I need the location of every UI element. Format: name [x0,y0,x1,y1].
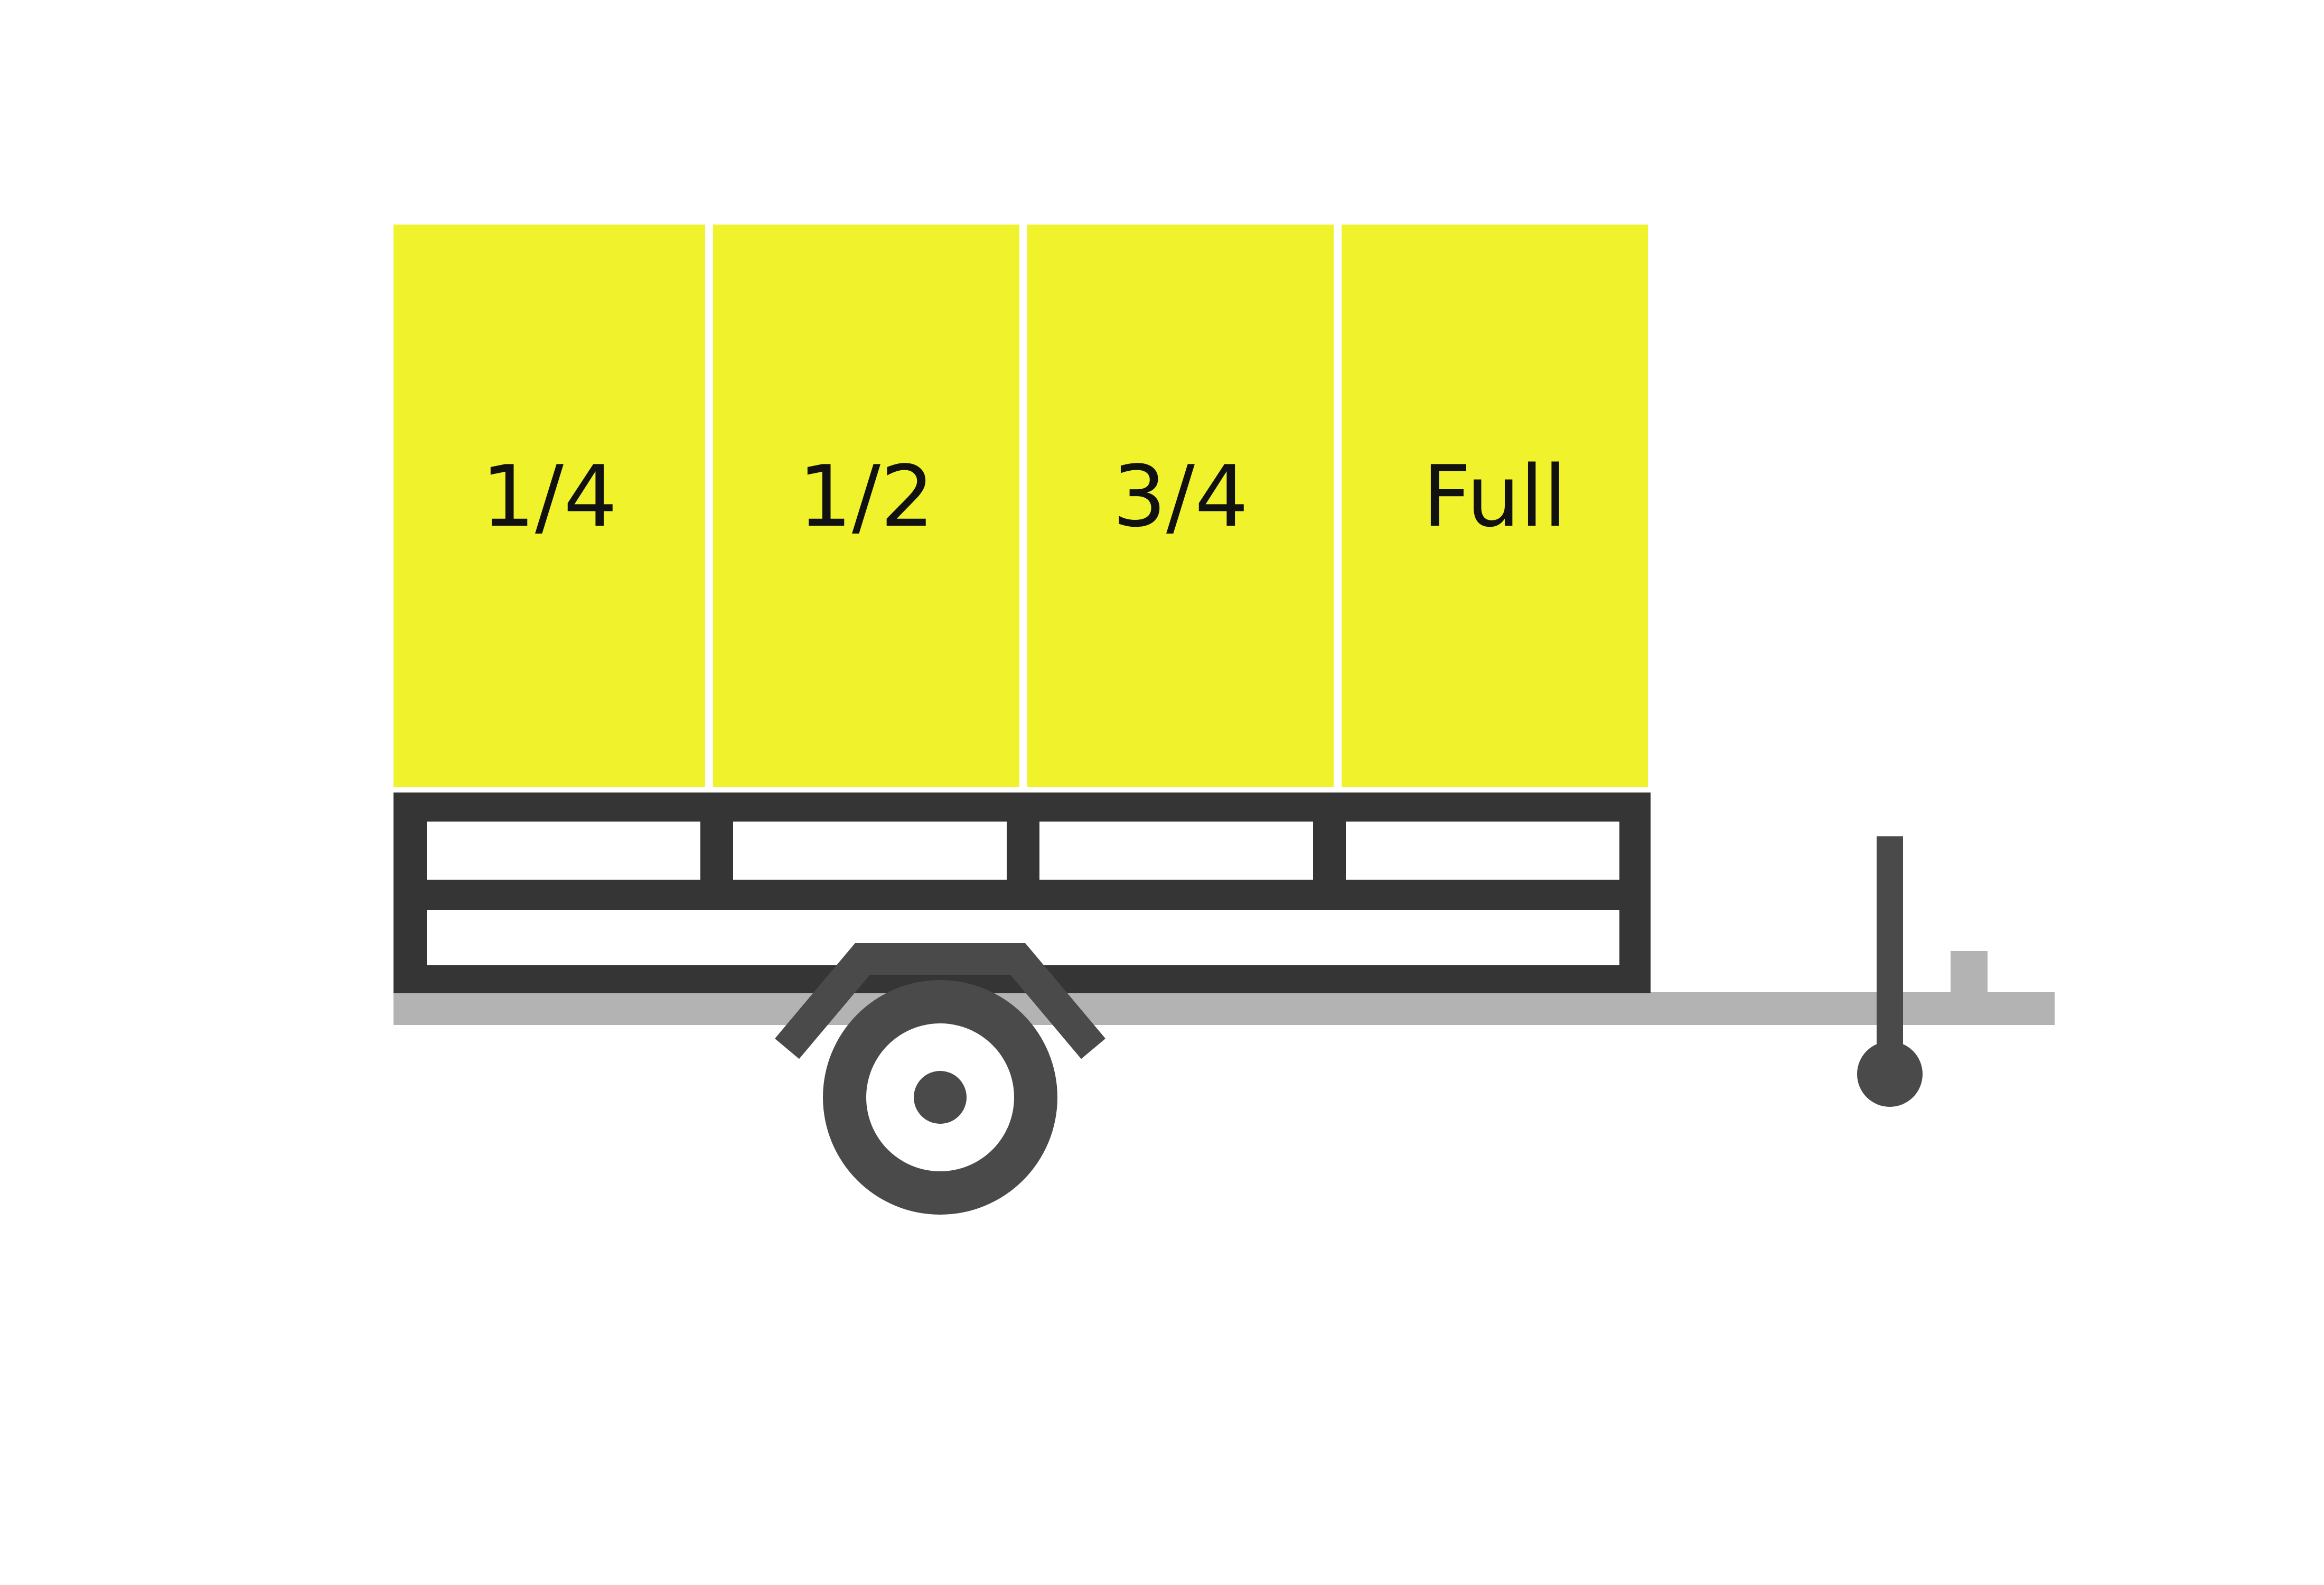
load-label-quarter: 1/4 [481,447,617,546]
hitch-post [1951,951,1988,999]
load-sections: 1/4 1/2 3/4 Full [393,225,1648,787]
wheel-assembly [775,943,1105,1215]
frame-panel-top-1 [427,822,700,880]
frame-panel-top-2 [733,822,1007,880]
load-label-full: Full [1422,447,1567,546]
trailer-frame [393,792,1651,993]
jack-post [1877,836,1903,1053]
tongue-bar [393,992,2055,1025]
load-block-half [713,225,1019,787]
load-block-full [1342,225,1648,787]
jack-stand [1857,836,1923,1107]
load-block-quarter [393,225,705,787]
load-label-half: 1/2 [798,447,934,546]
wheel-hub [914,1071,967,1124]
load-label-three-quarter: 3/4 [1112,447,1249,546]
jack-foot [1857,1041,1923,1107]
load-block-three-quarter [1027,225,1334,787]
frame-panel-top-4 [1346,822,1619,880]
frame-panel-top-3 [1039,822,1313,880]
wheel-fender [775,943,1105,1059]
chassis-bar [393,951,2055,1025]
